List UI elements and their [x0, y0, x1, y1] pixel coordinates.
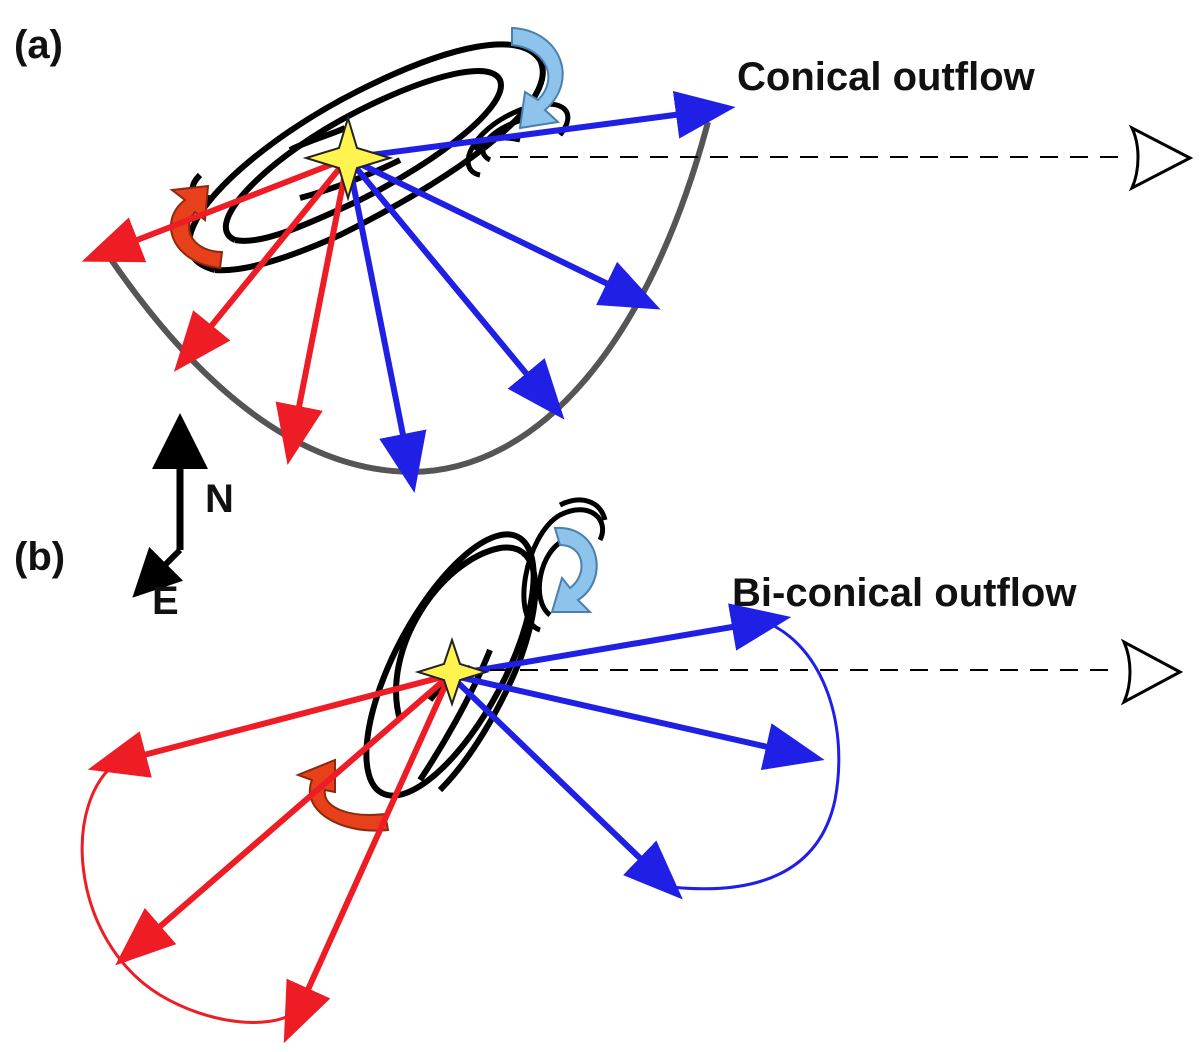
- compass: N E: [132, 413, 234, 623]
- red-arrow: [283, 673, 453, 1044]
- red-arrow: [115, 672, 452, 966]
- red-cone-outline: [80, 758, 297, 1024]
- blue-arrow: [449, 603, 792, 678]
- blue-arrow: [347, 90, 736, 161]
- eye-icon: [1128, 124, 1194, 192]
- panel-b-label: (b): [14, 535, 65, 579]
- blue-arrow: [345, 157, 427, 493]
- rotation-arrow-icon: [511, 26, 564, 130]
- blue-arrow: [345, 156, 565, 420]
- blueshifted-arrows: [345, 90, 736, 493]
- eye-icon: [1120, 638, 1184, 706]
- blue-cone-outline: [654, 618, 841, 891]
- panel-a: (a) Conical outflow: [14, 23, 1194, 493]
- panel-b-title: Bi-conical outflow: [732, 571, 1077, 615]
- rotation-arrow-icon: [295, 758, 390, 832]
- star-icon: [302, 114, 394, 202]
- blueshifted-arrows: [447, 603, 825, 900]
- small-vortex: [521, 497, 608, 633]
- red-arrow: [81, 155, 350, 263]
- red-arrow: [275, 157, 351, 465]
- east-arrow-icon: [132, 546, 184, 598]
- red-arrow: [87, 672, 451, 778]
- redshifted-arrows: [87, 672, 453, 1044]
- star-icon: [414, 636, 490, 708]
- blue-arrow: [449, 672, 825, 771]
- redshifted-arrows: [81, 155, 351, 465]
- panel-b: (b) Bi-conical outflow: [14, 497, 1184, 1044]
- rotation-arrow-icon: [550, 526, 598, 613]
- east-label: E: [152, 579, 179, 623]
- red-arrow: [173, 156, 351, 372]
- north-label: N: [205, 477, 234, 521]
- panel-a-title: Conical outflow: [737, 55, 1036, 99]
- blue-arrow: [447, 672, 683, 900]
- rotation-arrow-icon: [169, 184, 224, 270]
- blue-arrow: [346, 155, 661, 310]
- panel-a-label: (a): [14, 23, 63, 67]
